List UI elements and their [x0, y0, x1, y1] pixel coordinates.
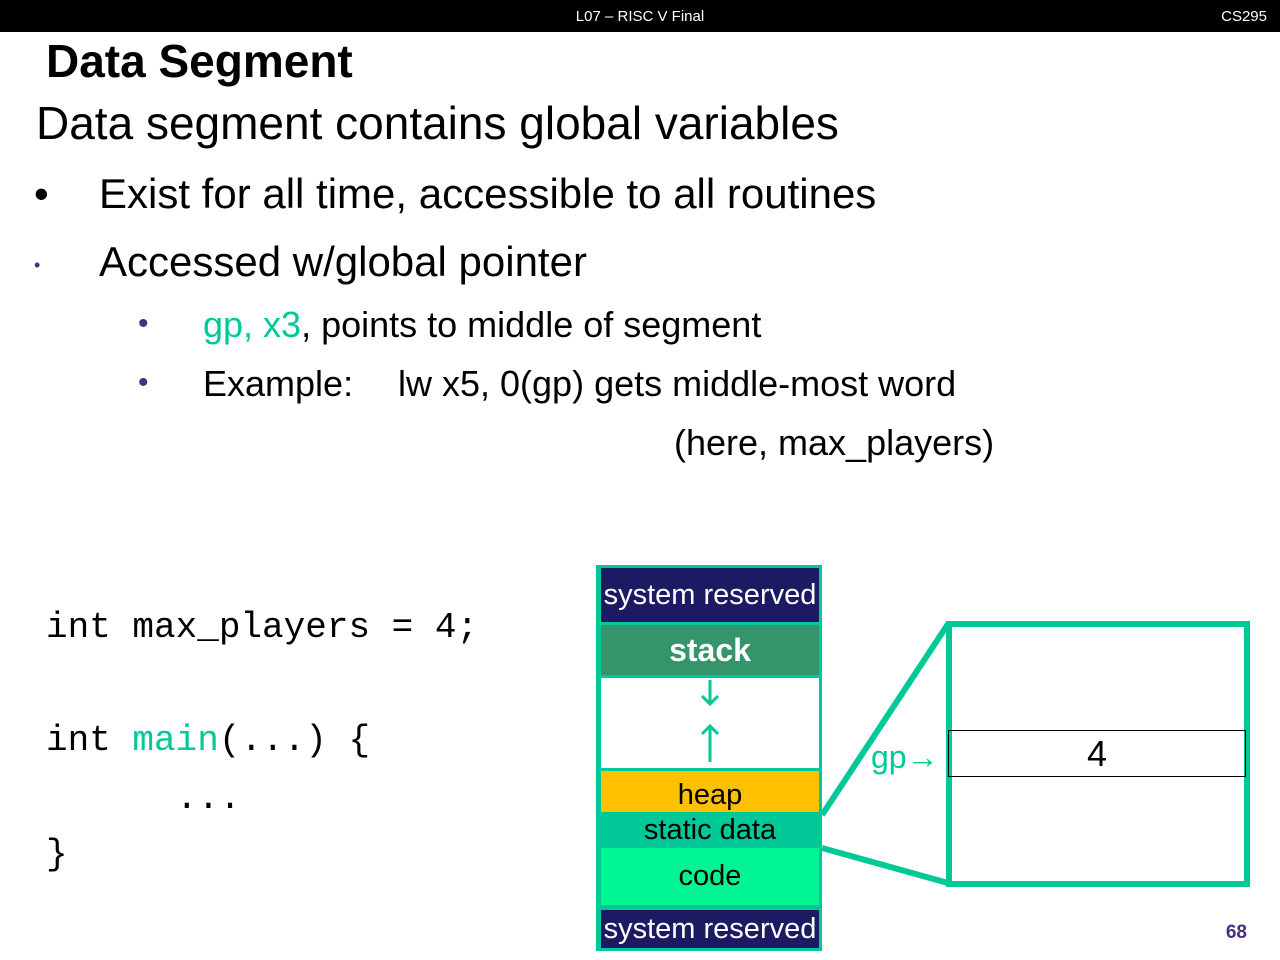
growth-arrows-icon: [700, 680, 720, 762]
code-params: (...) {: [218, 720, 371, 761]
example-label: Example:: [203, 363, 354, 404]
segment-system-reserved-bottom: system reserved: [601, 910, 819, 948]
example-continuation: (here, max_players): [674, 422, 995, 463]
sub-bullet-text: , points to middle of segment: [301, 304, 762, 345]
sub-bullet-marker: •: [138, 366, 149, 399]
bullet-marker: •: [34, 170, 49, 217]
page-number: 68: [1225, 922, 1247, 943]
sub-bullet-gp: gp, x3, points to middle of segment: [203, 304, 761, 346]
bullet-marker: •: [34, 255, 41, 275]
static-data-zoom-box: [946, 621, 1250, 887]
code-function: main: [132, 720, 219, 761]
gp-pointer-label: gp→: [871, 739, 939, 775]
code-line-global: int max_players = 4;: [46, 607, 479, 648]
segment-heap: heap: [601, 771, 819, 812]
max-players-cell: 4: [948, 730, 1246, 777]
header-bar: L07 – RISC V Final CS295: [0, 0, 1280, 32]
code-line-main: int main(...) {: [46, 720, 370, 761]
segment-system-reserved-top: system reserved: [601, 568, 819, 622]
segment-code: code: [601, 848, 819, 905]
segment-stack: stack: [601, 625, 819, 675]
bullet-text: Exist for all time, accessible to all ro…: [99, 170, 877, 217]
course-label: CS295: [1221, 8, 1267, 25]
example-text: lw x5, 0(gp) gets middle-most word: [398, 363, 957, 404]
code-line-close: }: [46, 834, 68, 875]
slide-subtitle: Data segment contains global variables: [36, 97, 839, 149]
code-keyword: int: [46, 720, 133, 761]
code-line-ellipsis: ...: [176, 778, 241, 819]
bullet-text: Accessed w/global pointer: [99, 238, 587, 285]
memory-layout: system reserved stack heap static data c…: [596, 565, 822, 951]
sub-bullet-marker: •: [138, 307, 149, 340]
slide-title: Data Segment: [46, 35, 353, 87]
segment-static-data: static data: [601, 812, 819, 848]
lecture-title: L07 – RISC V Final: [575, 8, 705, 25]
gp-highlight: gp, x3: [203, 304, 302, 345]
segment-free-space: [601, 678, 819, 768]
